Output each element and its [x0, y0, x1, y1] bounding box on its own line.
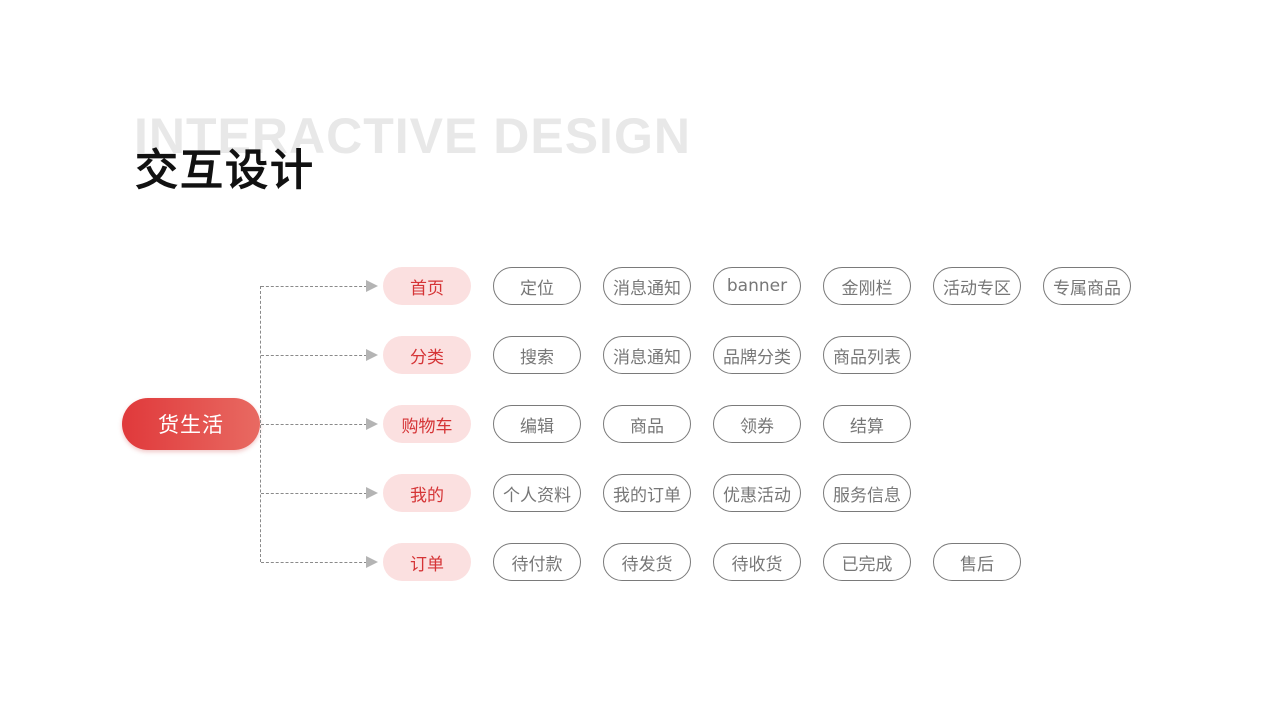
feature-node: 待付款 — [493, 543, 581, 581]
feature-node: 服务信息 — [823, 474, 911, 512]
feature-node: 已完成 — [823, 543, 911, 581]
feature-node: 消息通知 — [603, 267, 691, 305]
connector-line — [261, 562, 367, 563]
root-node: 货生活 — [122, 398, 260, 450]
feature-node: 编辑 — [493, 405, 581, 443]
feature-node: 售后 — [933, 543, 1021, 581]
feature-node: 领券 — [713, 405, 801, 443]
category-node: 分类 — [383, 336, 471, 374]
feature-node: 金刚栏 — [823, 267, 911, 305]
category-node: 首页 — [383, 267, 471, 305]
feature-node: 个人资料 — [493, 474, 581, 512]
connector-line — [261, 424, 367, 425]
feature-node: 消息通知 — [603, 336, 691, 374]
feature-node: 优惠活动 — [713, 474, 801, 512]
feature-node: 定位 — [493, 267, 581, 305]
feature-node: 活动专区 — [933, 267, 1021, 305]
arrow-right-icon — [366, 349, 378, 361]
feature-node: 专属商品 — [1043, 267, 1131, 305]
category-node: 订单 — [383, 543, 471, 581]
category-node: 我的 — [383, 474, 471, 512]
connector-line — [261, 493, 367, 494]
feature-node: 商品列表 — [823, 336, 911, 374]
feature-node: 搜索 — [493, 336, 581, 374]
connector-line — [261, 286, 367, 287]
arrow-right-icon — [366, 487, 378, 499]
arrow-right-icon — [366, 418, 378, 430]
feature-node: 品牌分类 — [713, 336, 801, 374]
arrow-right-icon — [366, 280, 378, 292]
connector-line — [261, 355, 367, 356]
page-title: 交互设计 — [135, 146, 315, 196]
feature-node: 待发货 — [603, 543, 691, 581]
feature-node: 待收货 — [713, 543, 801, 581]
feature-node: banner — [713, 267, 801, 305]
feature-node: 结算 — [823, 405, 911, 443]
feature-node: 我的订单 — [603, 474, 691, 512]
feature-node: 商品 — [603, 405, 691, 443]
category-node: 购物车 — [383, 405, 471, 443]
background-title: INTERACTIVE DESIGN — [134, 108, 691, 164]
connector-trunk — [260, 286, 261, 562]
arrow-right-icon — [366, 556, 378, 568]
